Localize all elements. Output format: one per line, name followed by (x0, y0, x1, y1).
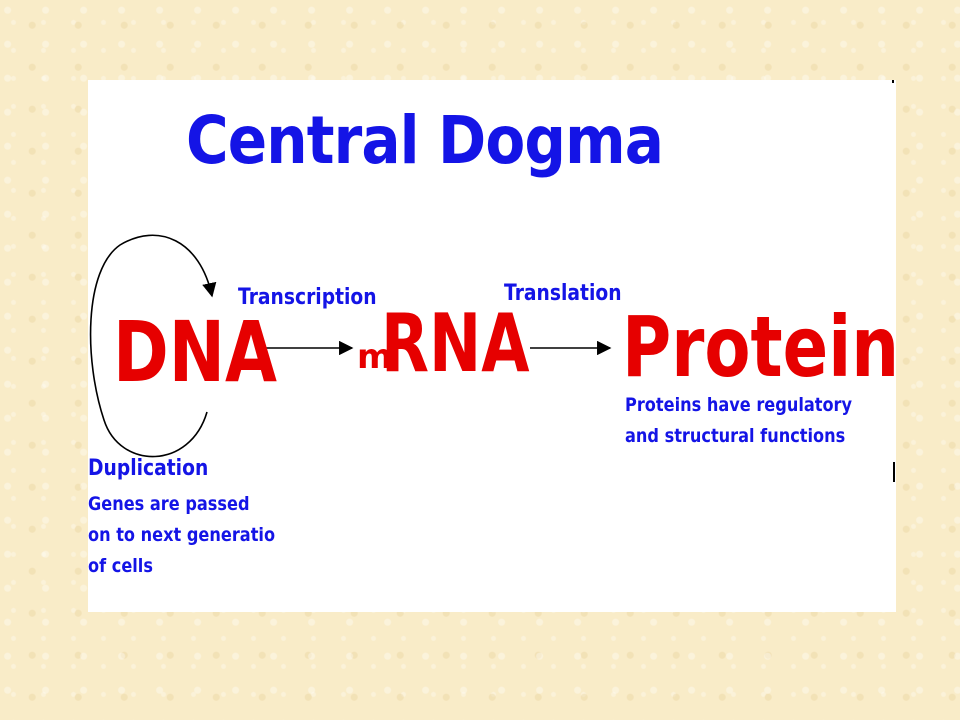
diagram-title: Central Dogma (186, 102, 664, 179)
node-mrna-prefix: m (357, 337, 393, 377)
note-line: on to next generatio (88, 524, 276, 546)
label-translation: Translation (504, 281, 622, 306)
note-line: and structural functions (625, 425, 846, 447)
duplication-note: Genes are passed on to next generatio of… (88, 489, 275, 582)
node-dna: DNA (113, 303, 278, 401)
label-transcription: Transcription (238, 285, 377, 310)
node-mrna: RNA (381, 297, 530, 390)
protein-note: Proteins have regulatory and structural … (625, 390, 852, 452)
label-duplication: Duplication (88, 456, 209, 481)
note-line: Proteins have regulatory (625, 394, 853, 416)
note-line: Genes are passed (88, 493, 250, 515)
node-protein: Protein (622, 298, 900, 396)
diagram-panel (88, 80, 896, 612)
panel-edge-mark (893, 462, 895, 482)
note-line: of cells (88, 555, 153, 577)
panel-edge-mark (892, 80, 894, 83)
